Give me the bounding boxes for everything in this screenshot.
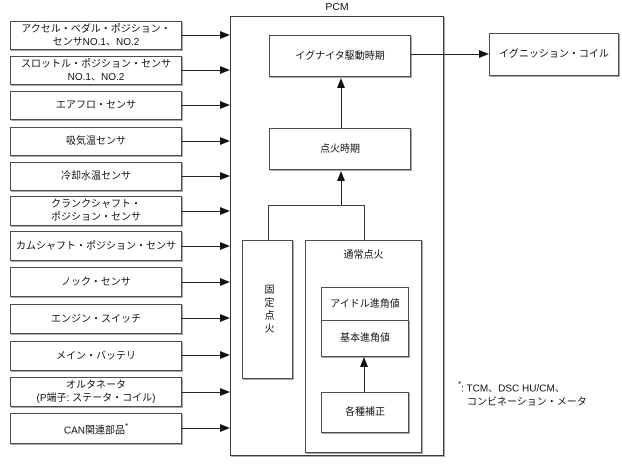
input-alternator: オルタネータ (P端子: ステータ・コイル)	[10, 377, 182, 407]
input-airflow-sensor: エアフロ・センサ	[10, 91, 182, 120]
corrections-label: 各種補正	[345, 407, 385, 418]
input-can-related-parts: CAN関連部品*	[10, 413, 182, 444]
input-label: オルタネータ (P端子: ステータ・コイル)	[36, 380, 156, 404]
arrowhead-right-icon	[220, 172, 230, 180]
input-main-battery: メイン・バッテリ	[10, 341, 182, 371]
arrowhead-right-icon	[220, 424, 230, 432]
arrowhead-right-icon	[220, 242, 230, 250]
arrowhead-right-icon	[220, 207, 230, 215]
footnote-marker: *	[125, 421, 129, 431]
arrowhead-right-icon	[220, 388, 230, 396]
arrow-corrections-to-base	[360, 357, 368, 392]
ignition-coil-box: イグニッション・コイル	[489, 33, 619, 76]
input-knock-sensor: ノック・センサ	[10, 267, 182, 297]
idle-advance-label: アイドル進角値	[330, 298, 400, 310]
arrow-timing-to-igniter	[337, 78, 345, 128]
input-label: ノック・センサ	[61, 276, 131, 288]
pcm-box: イグナイタ駆動時期 点火時期 固定点火 通常点火 アイドル進角値 基本進角値	[230, 16, 444, 456]
input-camshaft-position-sensor: カムシャフト・ポジション・センサ	[10, 231, 182, 261]
input-intake-air-temp-sensor: 吸気温センサ	[10, 127, 182, 156]
fixed-ignition-label: 固定点火	[262, 283, 273, 336]
arrow-input-7	[182, 242, 230, 250]
normal-ignition-label: 通常点火	[343, 250, 384, 261]
branch-line-horizontal	[268, 205, 365, 206]
input-label: スロットル・ポジション・センサ NO.1、NO.2	[21, 58, 171, 83]
igniter-drive-timing-label: イグナイタ駆動時期	[295, 50, 385, 62]
base-advance-cell: 基本進角値	[321, 320, 409, 357]
arrowhead-right-icon	[220, 137, 230, 145]
base-advance-label: 基本進角値	[340, 333, 390, 344]
input-coolant-temp-sensor: 冷却水温センサ	[10, 162, 182, 191]
arrow-input-11	[182, 388, 230, 396]
input-label: カムシャフト・ポジション・センサ	[16, 240, 176, 252]
igniter-drive-timing-box: イグナイタ駆動時期	[269, 35, 411, 77]
arrow-input-5	[182, 172, 230, 180]
arrow-input-8	[182, 278, 230, 286]
input-label: アクセル・ペダル・ポジション・ センサNO.1、NO.2	[21, 23, 171, 48]
corrections-box: 各種補正	[321, 392, 409, 433]
input-label: エアフロ・センサ	[56, 100, 136, 111]
fixed-ignition-box: 固定点火	[242, 240, 293, 379]
branch-line-to-normal	[364, 205, 365, 240]
ignition-timing-label: 点火時期	[320, 143, 360, 155]
arrowhead-right-icon	[220, 351, 230, 359]
arrowhead-right-icon	[220, 278, 230, 286]
input-label: メイン・バッテリ	[56, 350, 136, 362]
branch-line-to-fixed	[268, 205, 269, 240]
arrowhead-right-icon	[220, 101, 230, 109]
input-engine-switch: エンジン・スイッチ	[10, 304, 182, 334]
arrow-input-10	[182, 351, 230, 359]
arrowhead-right-icon	[220, 314, 230, 322]
arrow-input-3	[182, 101, 230, 109]
pcm-title: PCM	[325, 1, 349, 13]
footnote-marker: *	[458, 380, 462, 389]
input-accel-pedal-position-sensor: アクセル・ペダル・ポジション・ センサNO.1、NO.2	[10, 21, 182, 50]
arrowhead-up-icon	[337, 171, 345, 181]
input-label: エンジン・スイッチ	[51, 313, 141, 325]
arrow-input-2	[182, 66, 230, 74]
arrow-input-4	[182, 137, 230, 145]
ignition-coil-label: イグニッション・コイル	[499, 49, 609, 60]
ignition-timing-box: 点火時期	[269, 128, 411, 170]
arrowhead-right-icon	[220, 66, 230, 74]
footnote-line2: コンビネーション・メータ	[467, 397, 587, 409]
normal-ignition-group: 通常点火 アイドル進角値 基本進角値 各種補正	[305, 240, 422, 453]
input-label: 吸気温センサ	[66, 136, 126, 147]
input-throttle-position-sensor: スロットル・ポジション・センサ NO.1、NO.2	[10, 56, 182, 85]
arrow-input-9	[182, 314, 230, 322]
arrow-input-12	[182, 424, 230, 432]
arrowhead-up-icon	[360, 357, 368, 367]
input-label: クランクシャフト・ ポジション・センサ	[51, 199, 141, 223]
arrow-input-1	[182, 31, 230, 39]
arrowhead-right-icon	[479, 50, 489, 58]
idle-advance-cell: アイドル進角値	[321, 287, 409, 321]
arrow-igniter-to-ignition-coil	[411, 50, 489, 58]
input-label: CAN関連部品*	[63, 421, 129, 437]
input-label: 冷却水温センサ	[61, 171, 131, 182]
arrowhead-right-icon	[220, 31, 230, 39]
input-crankshaft-position-sensor: クランクシャフト・ ポジション・センサ	[10, 196, 182, 226]
arrowhead-up-icon	[337, 78, 345, 88]
arrow-input-6	[182, 207, 230, 215]
footnote-line1: *: TCM、DSC HU/CM、	[458, 380, 565, 395]
arrow-branch-to-timing	[337, 171, 345, 205]
footnote: *: TCM、DSC HU/CM、 コンビネーション・メータ	[458, 378, 587, 410]
